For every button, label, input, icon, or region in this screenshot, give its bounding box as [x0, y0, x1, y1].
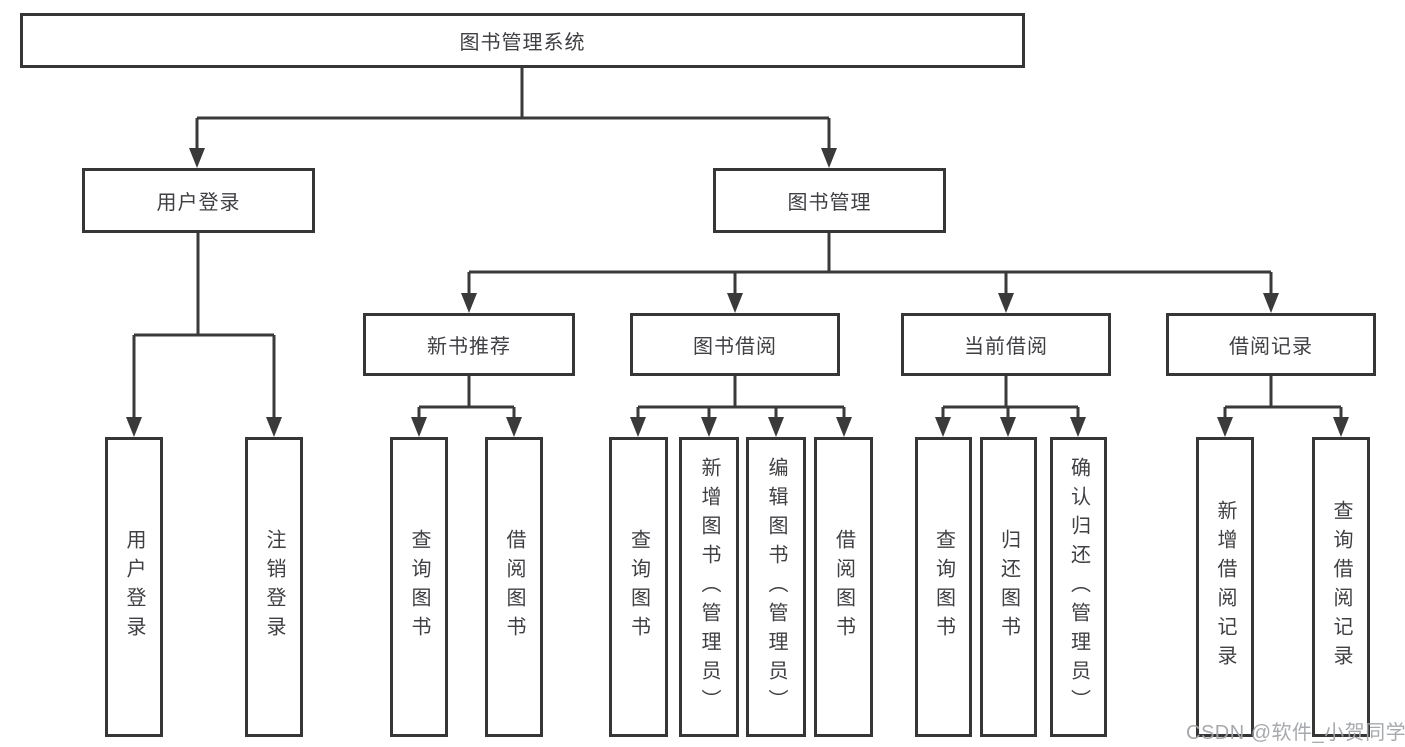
leaf-recommendation-borrow-books: 借阅图书: [485, 437, 543, 737]
arrowhead: [701, 417, 717, 437]
leaf-current-confirm-return-admin: 确认归还（管理员）: [1050, 437, 1107, 737]
arrowheads: [126, 148, 1349, 437]
node-borrowing-records: 借阅记录: [1166, 313, 1376, 376]
node-book-management: 图书管理: [713, 168, 946, 233]
arrowhead: [998, 293, 1014, 313]
arrowhead: [727, 293, 743, 313]
arrowhead: [189, 148, 205, 168]
node-book-borrowing: 图书借阅: [630, 313, 840, 376]
leaf-borrowing-borrow-books: 借阅图书: [814, 437, 873, 737]
watermark: CSDN @软件_小贺同学: [1186, 722, 1405, 744]
leaf-borrowing-query-books: 查询图书: [609, 437, 668, 737]
leaf-recommendation-query-books: 查询图书: [390, 437, 448, 737]
arrowhead: [768, 417, 784, 437]
arrowhead: [126, 417, 142, 437]
connector-segments: [132, 68, 1343, 425]
node-current-borrowing: 当前借阅: [901, 313, 1111, 376]
node-library-management-system: 图书管理系统: [20, 13, 1025, 68]
arrowhead: [1333, 417, 1349, 437]
leaf-borrowing-edit-books-admin: 编辑图书（管理员）: [746, 437, 806, 737]
arrowhead: [836, 417, 852, 437]
arrowhead: [821, 148, 837, 168]
arrowhead: [1217, 417, 1233, 437]
arrowhead: [935, 417, 951, 437]
leaf-user-login: 用户登录: [105, 437, 163, 737]
node-new-book-recommendation: 新书推荐: [363, 313, 575, 376]
arrowhead: [1070, 417, 1086, 437]
leaf-records-add-borrow-record: 新增借阅记录: [1196, 437, 1254, 737]
leaf-current-query-books: 查询图书: [915, 437, 972, 737]
arrowhead: [266, 417, 282, 437]
arrowhead: [1000, 417, 1016, 437]
arrowhead: [630, 417, 646, 437]
arrowhead: [1263, 293, 1279, 313]
leaf-records-query-borrow-record: 查询借阅记录: [1312, 437, 1370, 737]
arrowhead: [506, 417, 522, 437]
leaf-logout: 注销登录: [245, 437, 303, 737]
arrowhead: [411, 417, 427, 437]
arrowhead: [461, 293, 477, 313]
leaf-borrowing-add-books-admin: 新增图书（管理员）: [679, 437, 739, 737]
connector-path: [132, 68, 1343, 425]
node-user-login: 用户登录: [82, 168, 315, 233]
leaf-current-return-books: 归还图书: [980, 437, 1037, 737]
